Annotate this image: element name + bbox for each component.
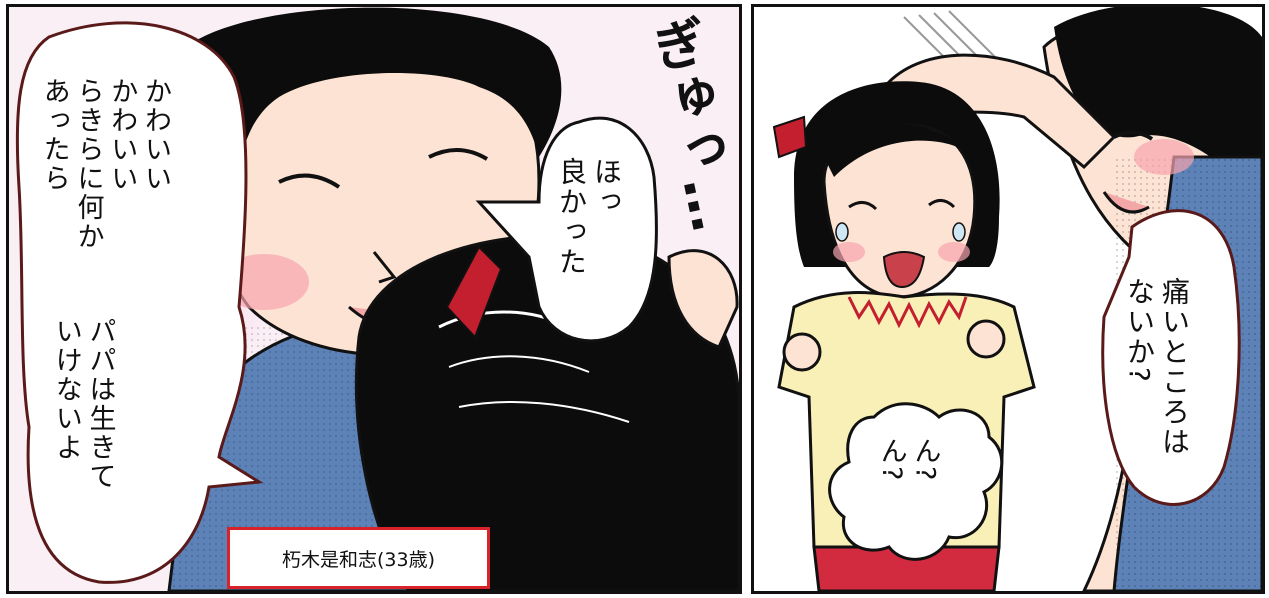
girl-mouth <box>882 251 926 289</box>
character-caption: 朽木是和志(33歳) <box>227 527 490 589</box>
father-eye-right <box>428 148 489 161</box>
girl-blush <box>938 242 970 262</box>
girl-eye-left <box>848 201 878 211</box>
bubble-line: ほっ <box>590 157 623 217</box>
comic-panel-right: 痛いところはないか? ん?ん? <box>751 4 1265 594</box>
bubble-line: パパは生きて <box>84 317 116 491</box>
father-mouth-right <box>1102 191 1150 214</box>
father-blush-right <box>1134 139 1194 175</box>
comic-panel-left: かわいいかわいいらきらに何かあったら パパは生きていけないよ ほっ良かった ぎゅ… <box>6 4 742 594</box>
speech-bubble-child <box>828 402 1004 561</box>
girl-tear <box>835 222 849 242</box>
bubble-line: あったら <box>38 77 70 193</box>
girl-fist-right <box>966 319 1006 359</box>
girl-hair-ribbon <box>445 245 503 339</box>
girl-ribbon <box>772 115 808 159</box>
father-hand <box>667 249 739 349</box>
bubble-line: ないか? <box>1123 277 1156 384</box>
bubble-main-text-top: かわいいかわいいらきらに何かあったら <box>37 77 172 297</box>
girl-tear <box>952 222 966 242</box>
father-nose <box>372 251 397 284</box>
speech-bubble-main <box>15 21 264 584</box>
bubble-line: らきらに何か <box>72 77 104 251</box>
girl-bangs <box>824 123 974 177</box>
hair-highlight <box>448 355 590 373</box>
bubble-line: かわいい <box>140 77 171 193</box>
speech-bubble-relief <box>475 116 658 343</box>
bubble-child-text: ん?ん? <box>874 437 942 547</box>
father-hair-right <box>1054 7 1262 207</box>
caption-text: 朽木是和志(33歳) <box>281 548 435 571</box>
bubble-relief-text: ほっ良かった <box>554 157 624 327</box>
girl-eye-right <box>928 199 956 209</box>
father-hair <box>167 7 562 217</box>
bubble-main-text-bottom: パパは生きていけないよ <box>49 317 117 557</box>
bubble-line: ん? <box>875 437 907 483</box>
father-eye-right-panel <box>1113 130 1154 141</box>
bubble-line: ん? <box>909 437 941 483</box>
girl-fist-left <box>782 332 822 372</box>
bubble-line: いけないよ <box>50 317 82 462</box>
father-eye-left <box>278 173 341 189</box>
hair-highlight <box>458 401 630 423</box>
bubble-line: 良かった <box>555 157 588 277</box>
bubble-father-text: 痛いところはないか? <box>1122 277 1192 497</box>
panel-right-artwork <box>754 7 1262 591</box>
girl-blush <box>833 242 865 262</box>
speech-bubble-father <box>1101 209 1241 506</box>
bubble-line: かわいい <box>106 77 138 193</box>
bubble-line: 痛いところは <box>1158 277 1191 457</box>
dress-collar-pattern <box>847 296 968 329</box>
